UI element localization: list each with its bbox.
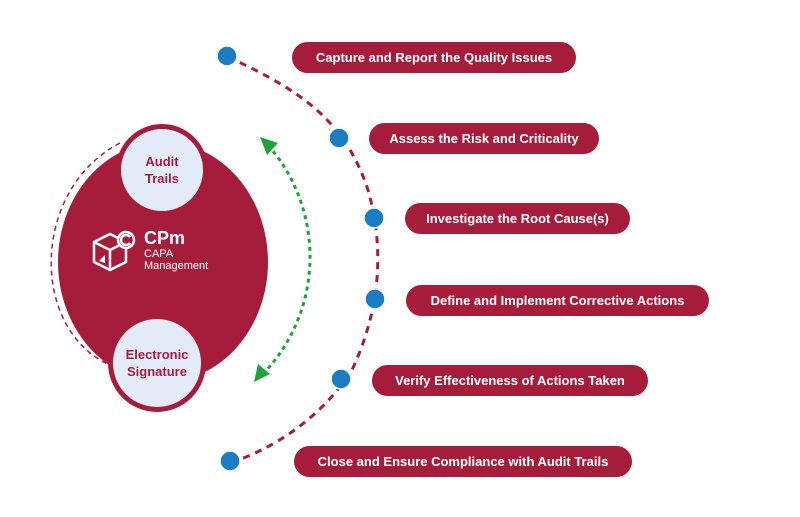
step-capture: Capture and Report the Quality Issues: [292, 42, 576, 73]
left-dashed-arc: [50, 142, 121, 366]
box-refresh-icon: [92, 230, 136, 272]
step-close: Close and Ensure Compliance with Audit T…: [294, 446, 632, 477]
brand-subtitle-1: CAPA: [144, 248, 174, 260]
brand-subtitle-2: Management: [144, 260, 209, 272]
step-node-6: [219, 450, 241, 472]
process-dashed-arc: [227, 55, 380, 464]
feature-line: Trails: [145, 171, 179, 186]
step-node-5: [330, 368, 352, 390]
cycle-arrow-arc: [260, 144, 312, 377]
step-verify: Verify Effectiveness of Actions Taken: [372, 365, 648, 396]
brand-title: CPm: [144, 228, 186, 248]
arrow-head-up: [260, 137, 278, 155]
feature-line: Signature: [127, 364, 187, 379]
step-define: Define and Implement Corrective Actions: [406, 285, 709, 316]
step-node-4: [364, 288, 386, 310]
arrow-head-down: [254, 364, 270, 382]
feature-line: Electronic: [125, 347, 189, 362]
step-node-2: [328, 127, 350, 149]
step-assess: Assess the Risk and Criticality: [369, 123, 599, 154]
feature-line: Audit: [145, 154, 179, 169]
brand-block: CPm CAPA Management: [90, 228, 208, 272]
step-node-1: [216, 45, 238, 67]
step-investigate: Investigate the Root Cause(s): [405, 203, 630, 234]
step-node-3: [363, 207, 385, 229]
